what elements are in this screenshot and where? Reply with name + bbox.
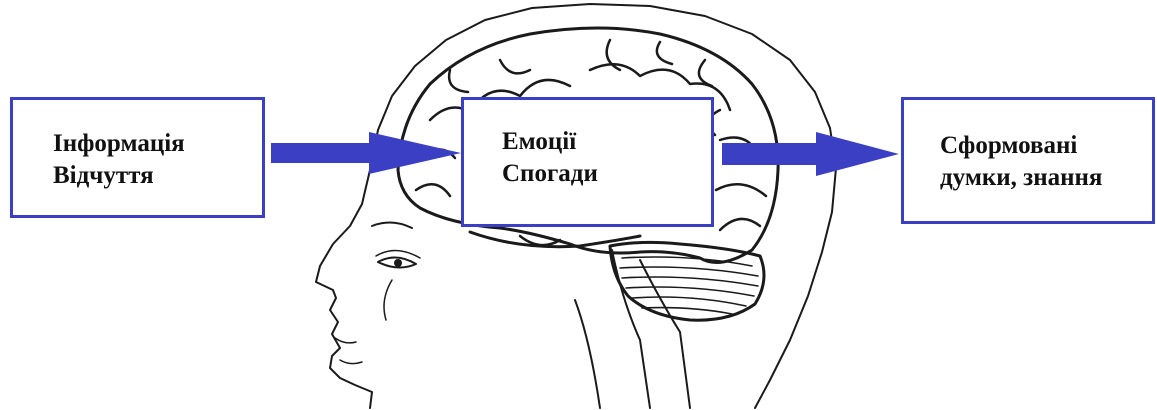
output-box: Сформовані думки, знання	[901, 97, 1155, 224]
center-box-text: Емоції Спогади	[502, 126, 598, 190]
right-arrow-icon	[722, 132, 899, 176]
center-box: Емоції Спогади	[461, 97, 714, 227]
input-line-2: Відчуття	[53, 160, 185, 192]
input-box: Інформація Відчуття	[10, 97, 265, 218]
center-line-1: Емоції	[502, 126, 598, 158]
output-box-text: Сформовані думки, знання	[940, 130, 1102, 194]
input-line-1: Інформація	[53, 128, 185, 160]
output-line-2: думки, знання	[940, 162, 1102, 194]
output-line-1: Сформовані	[940, 130, 1102, 162]
right-arrow-icon	[271, 132, 461, 174]
input-box-text: Інформація Відчуття	[53, 128, 185, 192]
center-line-2: Спогади	[502, 158, 598, 190]
